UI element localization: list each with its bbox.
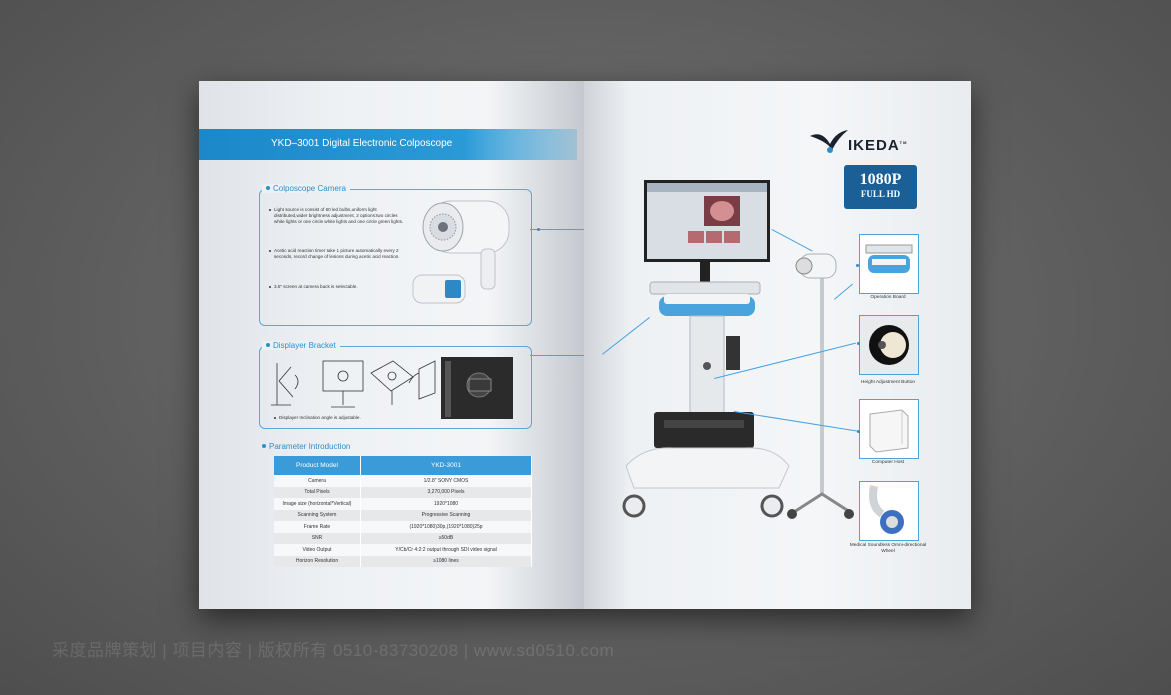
table-cell: ≥50dB (360, 532, 532, 544)
bracket-rotated-view-icon (370, 360, 414, 405)
table-row: Image size (horizontal*Vertical)1920*108… (274, 498, 532, 510)
operation-board-thumb (859, 234, 919, 294)
camera-images (412, 200, 510, 304)
camera-bullet-1: Light source is consist of 60 led bulbs,… (269, 207, 404, 225)
table-row: Frame Rate(1920*1080)30p,(1920*1080)25p (274, 521, 532, 533)
feature-caption: Height Adjustment Button (860, 380, 916, 385)
table-cell: Image size (horizontal*Vertical) (274, 498, 361, 510)
camera-back-screen-image (412, 274, 466, 304)
table-cell: Camera (274, 475, 361, 487)
parameter-section-title: Parameter Introduction (262, 442, 350, 451)
bracket-diagrams (271, 357, 513, 419)
table-cell: 3,270,000 Pixels (360, 486, 532, 498)
section-dot-icon (266, 343, 270, 347)
table-cell: 1920*1080 (360, 498, 532, 510)
fullhd-badge: 1080P FULL HD (844, 165, 917, 209)
computer-host-thumb (859, 399, 919, 459)
ikeda-bird-icon (810, 130, 848, 153)
parameter-section-label: Parameter Introduction (269, 442, 351, 451)
table-row: SNR≥50dB (274, 532, 532, 544)
leader-dot (537, 228, 540, 231)
camera-section-box (259, 189, 532, 326)
bracket-section-title: Displayer Bracket (262, 341, 340, 350)
table-header-cell: Product Model (274, 456, 361, 475)
right-page: IKEDATM 1080P FULL HD (584, 81, 971, 609)
section-dot-icon (266, 186, 270, 190)
badge-line-1: 1080P (859, 171, 902, 188)
leader-dot (857, 342, 860, 345)
camera-bullet-3: 3.5" screen at camera back is selectable… (269, 284, 404, 290)
ikeda-logo-text: IKEDATM (848, 137, 907, 154)
bracket-caption: Displayer Inclination angle is adjustabl… (274, 415, 479, 421)
table-header-row: Product Model YKD-3001 (274, 456, 532, 475)
table-cell: Progressive Scanning (360, 509, 532, 521)
table-cell: ≥1080 lines (360, 555, 532, 567)
table-cell: Video Output (274, 544, 361, 556)
section-dot-icon (262, 444, 266, 448)
watermark-text: 采度品牌策划 | 项目内容 | 版权所有 0510-83730208 | www… (52, 641, 615, 660)
table-cell: Horizon Resolution (274, 555, 361, 567)
bracket-photo (441, 357, 513, 419)
table-cell: SNR (274, 532, 361, 544)
leader-line (530, 355, 584, 356)
camera-section-title: Colposcope Camera (262, 184, 350, 193)
table-cell: Scanning System (274, 509, 361, 521)
camera-bullet-2: Acetic acid reaction timer take 1 pictur… (269, 248, 404, 260)
brochure-spread: YKD–3001 Digital Electronic Colposcope C… (199, 81, 971, 609)
bracket-section-label: Displayer Bracket (273, 341, 336, 350)
table-header-cell: YKD-3001 (360, 456, 532, 475)
camera-section-label: Colposcope Camera (273, 184, 346, 193)
table-cell: 1/2.8" SONY CMOS (360, 475, 532, 487)
bracket-side-view-icon (271, 363, 299, 406)
feature-caption: Computer Host (871, 460, 905, 465)
table-cell: (1920*1080)30p,(1920*1080)25p (360, 521, 532, 533)
bracket-section-box (259, 346, 532, 429)
height-button-thumb (859, 315, 919, 375)
colposcope-camera-image (422, 200, 510, 290)
banner-title: YKD–3001 Digital Electronic Colposcope (271, 138, 453, 149)
logo-text: IKEDA (848, 137, 900, 154)
bracket-front-view-icon (322, 360, 364, 408)
title-banner: YKD–3001 Digital Electronic Colposcope (199, 129, 577, 160)
leader-dot (857, 430, 860, 433)
feature-caption: Operation Board (870, 295, 906, 300)
table-cell: Frame Rate (274, 521, 361, 533)
badge-line-2: FULL HD (860, 189, 901, 199)
table-cell: Y/Cb/Cr 4:2:2 output through SDI video s… (360, 544, 532, 556)
leader-dot (856, 264, 859, 267)
left-page: YKD–3001 Digital Electronic Colposcope C… (199, 81, 584, 609)
wheel-thumb (859, 481, 919, 541)
table-row: Horizon Resolution≥1080 lines (274, 555, 532, 567)
table-cell: Total Pixels (274, 486, 361, 498)
leader-line (530, 229, 584, 230)
bracket-tilt-view-icon (408, 360, 436, 400)
trademark: TM (899, 140, 908, 145)
feature-caption: Medical Soundless Omni-directional Wheel (849, 543, 927, 554)
colposcope-workstation-image (622, 180, 854, 519)
